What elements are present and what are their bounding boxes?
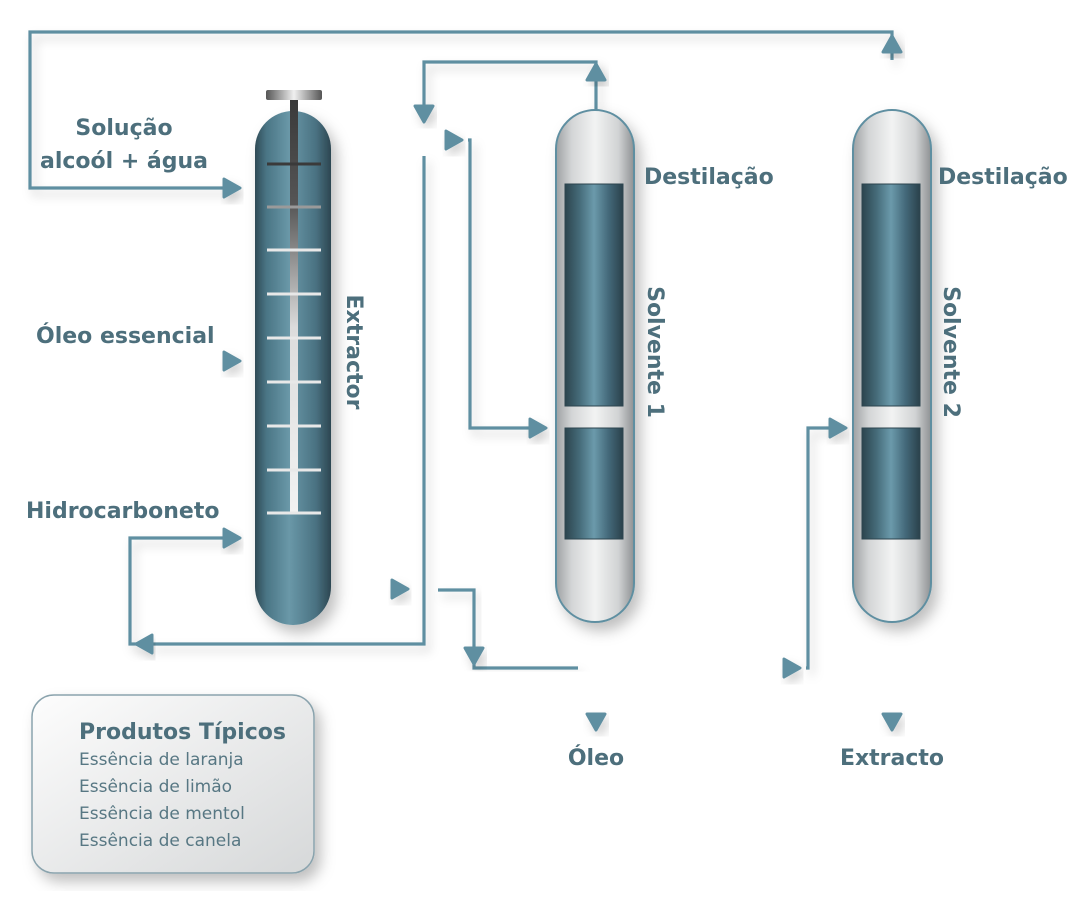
- arrow-down-icon: [881, 712, 903, 732]
- arrow-right-icon: [444, 129, 464, 151]
- distillation-column-2: [852, 109, 932, 623]
- arrowheads: [134, 34, 903, 732]
- label-solvente-1: Solvente 1: [642, 286, 667, 418]
- label-solucao-line1: Solução: [75, 116, 172, 141]
- arrow-right-icon: [528, 417, 548, 439]
- packing-lower: [564, 427, 624, 540]
- distillation-column-1: [555, 109, 635, 623]
- label-extractor: Extractor: [341, 295, 366, 410]
- label-solucao-line2: alcoól + água: [40, 149, 208, 174]
- pipe-to-column2-feed-b: [472, 660, 578, 670]
- arrow-left-icon: [134, 633, 154, 655]
- label-solvente-2: Solvente 2: [938, 286, 963, 418]
- arrow-right-icon: [390, 578, 410, 600]
- arrow-up-icon: [585, 62, 607, 82]
- arrow-down-icon: [413, 104, 435, 124]
- arrow-down-icon: [585, 712, 607, 732]
- products-box: Produtos Típicos Essência de laranja Ess…: [31, 694, 315, 874]
- extractor-rod: [290, 100, 298, 514]
- label-hidrocarboneto: Hidrocarboneto: [26, 499, 219, 524]
- label-extracto-output: Extracto: [840, 746, 944, 771]
- label-oleo-essencial: Óleo essencial: [36, 323, 215, 349]
- pipe-hidrocarboneto-feed: [128, 536, 232, 646]
- packing-upper: [861, 183, 921, 407]
- arrow-right-icon: [828, 417, 848, 439]
- pipe-solvent1-recycle: [150, 156, 426, 646]
- pipe-to-column1-feed: [468, 138, 534, 430]
- pipe-to-column2-feed-a: [438, 588, 476, 648]
- products-box-item: Essência de limão: [79, 777, 232, 797]
- label-destilacao-1: Destilação: [644, 165, 774, 190]
- extractor-internals: [266, 90, 322, 515]
- products-box-item: Essência de mentol: [79, 804, 245, 824]
- arrow-right-icon: [222, 177, 242, 199]
- packing-lower: [861, 427, 921, 540]
- extractor-cap: [266, 90, 322, 100]
- packing-upper: [564, 183, 624, 407]
- products-box-item: Essência de canela: [79, 831, 241, 851]
- products-box-title: Produtos Típicos: [79, 720, 286, 745]
- pipe-to-column2-feed-d: [806, 426, 832, 670]
- extractor-trays: [267, 162, 321, 515]
- arrow-right-icon: [222, 527, 242, 549]
- arrow-right-icon: [782, 657, 802, 679]
- arrow-down-icon: [463, 646, 485, 666]
- label-destilacao-2: Destilação: [938, 165, 1068, 190]
- arrow-up-icon: [881, 34, 903, 54]
- products-box-item: Essência de laranja: [79, 750, 244, 770]
- pipe-column1-top: [422, 60, 598, 110]
- label-oleo-output: Óleo: [568, 745, 624, 771]
- arrow-right-icon: [222, 350, 242, 372]
